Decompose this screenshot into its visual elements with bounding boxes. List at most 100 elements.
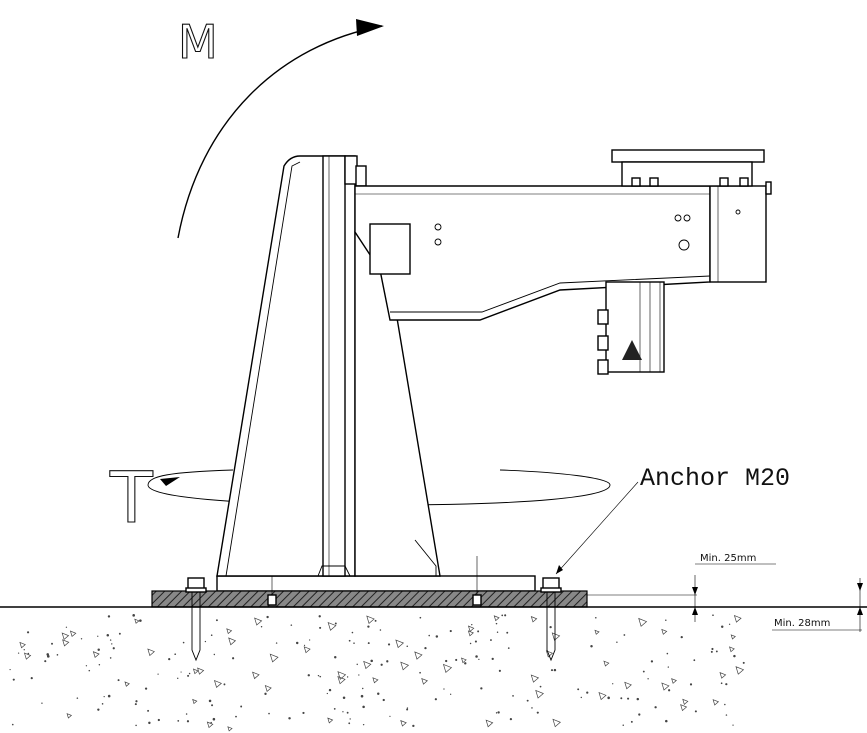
concrete-aggregate <box>414 651 423 660</box>
concrete-speck <box>309 639 311 641</box>
concrete-speck <box>46 653 50 656</box>
concrete-speck <box>235 715 237 718</box>
concrete-speck <box>590 645 593 648</box>
concrete-speck <box>26 631 30 634</box>
concrete-speck <box>362 724 365 726</box>
concrete-aggregate <box>147 648 155 657</box>
concrete-speck <box>353 642 355 644</box>
concrete-speck <box>509 717 513 721</box>
concrete-speck <box>180 671 182 673</box>
concrete-aggregate <box>252 671 260 680</box>
concrete-speck <box>157 673 159 675</box>
concrete-speck <box>132 614 135 617</box>
concrete-aggregate <box>730 634 736 640</box>
concrete-speck <box>382 698 385 702</box>
concrete-aggregate <box>719 672 727 679</box>
concrete-speck <box>76 697 79 699</box>
concrete-speck <box>616 641 618 643</box>
end-head <box>709 181 772 283</box>
concrete-speck <box>101 703 104 705</box>
concrete-speck <box>148 721 151 725</box>
concrete-speck <box>135 724 137 727</box>
concrete-aggregate <box>530 616 538 623</box>
concrete-speck <box>650 660 654 663</box>
concrete-aggregate <box>62 639 70 647</box>
concrete-speck <box>97 708 100 711</box>
concrete-aggregate <box>124 681 130 687</box>
concrete-aggregate <box>624 681 632 690</box>
concrete-speck <box>553 668 557 672</box>
concrete-speck <box>213 653 216 656</box>
concrete-speck <box>97 648 100 652</box>
concrete-speck <box>348 639 351 642</box>
concrete-aggregate <box>327 717 334 724</box>
concrete-aggregate <box>467 630 474 637</box>
concrete-speck <box>732 724 734 726</box>
concrete-aggregate <box>493 615 500 622</box>
concrete-speck <box>342 696 346 700</box>
concrete-aggregate <box>327 621 337 631</box>
concrete-speck <box>623 634 626 636</box>
concrete-aggregate <box>303 646 311 654</box>
concrete-aggregate <box>545 650 554 658</box>
concrete-speck <box>501 614 504 617</box>
concrete-aggregate <box>400 720 407 727</box>
concrete-speck <box>98 664 101 666</box>
min-25-label: Min. 25mm <box>700 553 756 564</box>
concrete-speck <box>498 669 501 672</box>
concrete-aggregate <box>372 677 379 684</box>
concrete-aggregate <box>206 721 214 729</box>
concrete-speck <box>147 709 150 712</box>
concrete-aggregate <box>23 652 32 660</box>
concrete-aggregate <box>467 625 475 632</box>
concrete-speck <box>406 645 409 648</box>
concrete-speck <box>367 642 370 645</box>
concrete-speck <box>362 705 365 709</box>
concrete-speck <box>377 692 380 695</box>
concrete-aggregate <box>19 641 26 649</box>
concrete-speck <box>106 634 110 637</box>
concrete-speck <box>435 635 439 638</box>
concrete-aggregate <box>638 617 648 627</box>
concrete-aggregate <box>337 675 346 685</box>
concrete-speck <box>728 623 731 625</box>
concrete-aggregate <box>729 646 735 653</box>
concrete-speck <box>342 711 344 713</box>
concrete-speck <box>577 688 580 691</box>
concrete-speck <box>374 619 377 622</box>
concrete-speck <box>580 696 582 699</box>
concrete-aggregate <box>551 632 561 641</box>
concrete-speck <box>622 724 624 727</box>
concrete-speck <box>211 704 214 707</box>
concrete-speck <box>358 674 360 676</box>
concrete-aggregate <box>264 685 272 693</box>
concrete-speck <box>478 658 480 661</box>
concrete-speck <box>223 683 226 686</box>
concrete-speck <box>647 678 649 680</box>
concrete-speck <box>666 652 669 655</box>
concrete-speck <box>630 720 633 723</box>
concrete-speck <box>266 615 269 619</box>
dimension-min-28: Min. 28mm <box>772 578 863 632</box>
concrete-speck <box>419 616 422 619</box>
moment-arrow <box>177 19 384 239</box>
concrete-speck <box>389 715 391 717</box>
concrete-speck <box>80 638 83 640</box>
concrete-speck <box>471 623 473 626</box>
concrete-speck <box>46 655 50 658</box>
concrete-speck <box>612 683 614 685</box>
concrete-speck <box>490 639 492 641</box>
concrete-aggregate <box>69 630 77 638</box>
concrete-aggregate <box>226 628 233 635</box>
concrete-speck <box>182 641 185 644</box>
concrete-speck <box>307 674 310 677</box>
inner-bolts <box>267 556 482 606</box>
concrete-speck <box>185 713 188 715</box>
concrete-speck <box>333 707 336 710</box>
concrete-speck <box>680 635 683 639</box>
concrete-speck <box>9 668 11 671</box>
concrete-aggregate <box>337 671 347 680</box>
concrete-aggregate <box>661 628 668 635</box>
concrete-speck <box>512 695 514 697</box>
